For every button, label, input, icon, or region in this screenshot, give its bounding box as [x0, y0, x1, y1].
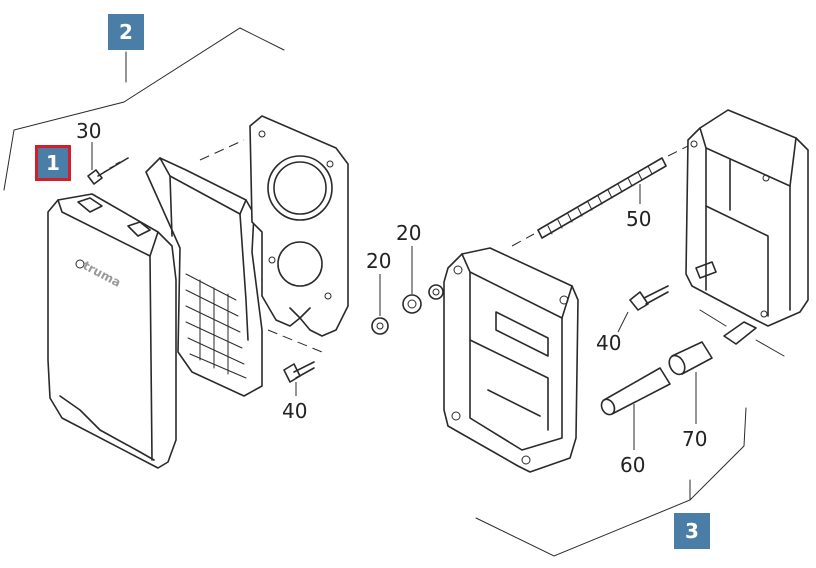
badge-3-label: 3	[685, 519, 699, 543]
label-30: 30	[76, 119, 101, 143]
hotspot-badge-3[interactable]: 3	[674, 513, 710, 549]
tube-60	[600, 367, 671, 450]
grille-housing	[145, 139, 323, 397]
hotspot-badge-2[interactable]: 2	[108, 14, 144, 50]
label-20-a: 20	[366, 249, 391, 273]
threaded-rod-50	[537, 143, 693, 239]
center-frame	[443, 233, 579, 473]
label-60: 60	[620, 453, 645, 477]
hotspot-badge-1[interactable]: 1	[35, 145, 71, 181]
label-50: 50	[626, 207, 651, 231]
label-20-b: 20	[396, 221, 421, 245]
washer-small	[428, 284, 444, 300]
bolt-40-left	[283, 361, 315, 396]
group-bracket-2	[3, 27, 285, 191]
front-cover: truma	[47, 193, 177, 469]
label-70: 70	[682, 427, 707, 451]
rear-box	[685, 109, 809, 327]
group-bracket-3	[475, 407, 747, 557]
mounting-plate	[249, 115, 349, 337]
tube-70	[668, 341, 713, 424]
box-fitting	[699, 309, 785, 357]
label-40-right: 40	[596, 331, 621, 355]
screw-30	[87, 142, 129, 185]
label-40-left: 40	[282, 399, 307, 423]
washer-20-b	[402, 246, 422, 314]
badge-1-label: 1	[46, 151, 60, 175]
washer-20-a	[371, 274, 389, 335]
grille-slots	[185, 273, 247, 379]
badge-2-label: 2	[119, 20, 133, 44]
bolt-40-right	[617, 285, 669, 333]
